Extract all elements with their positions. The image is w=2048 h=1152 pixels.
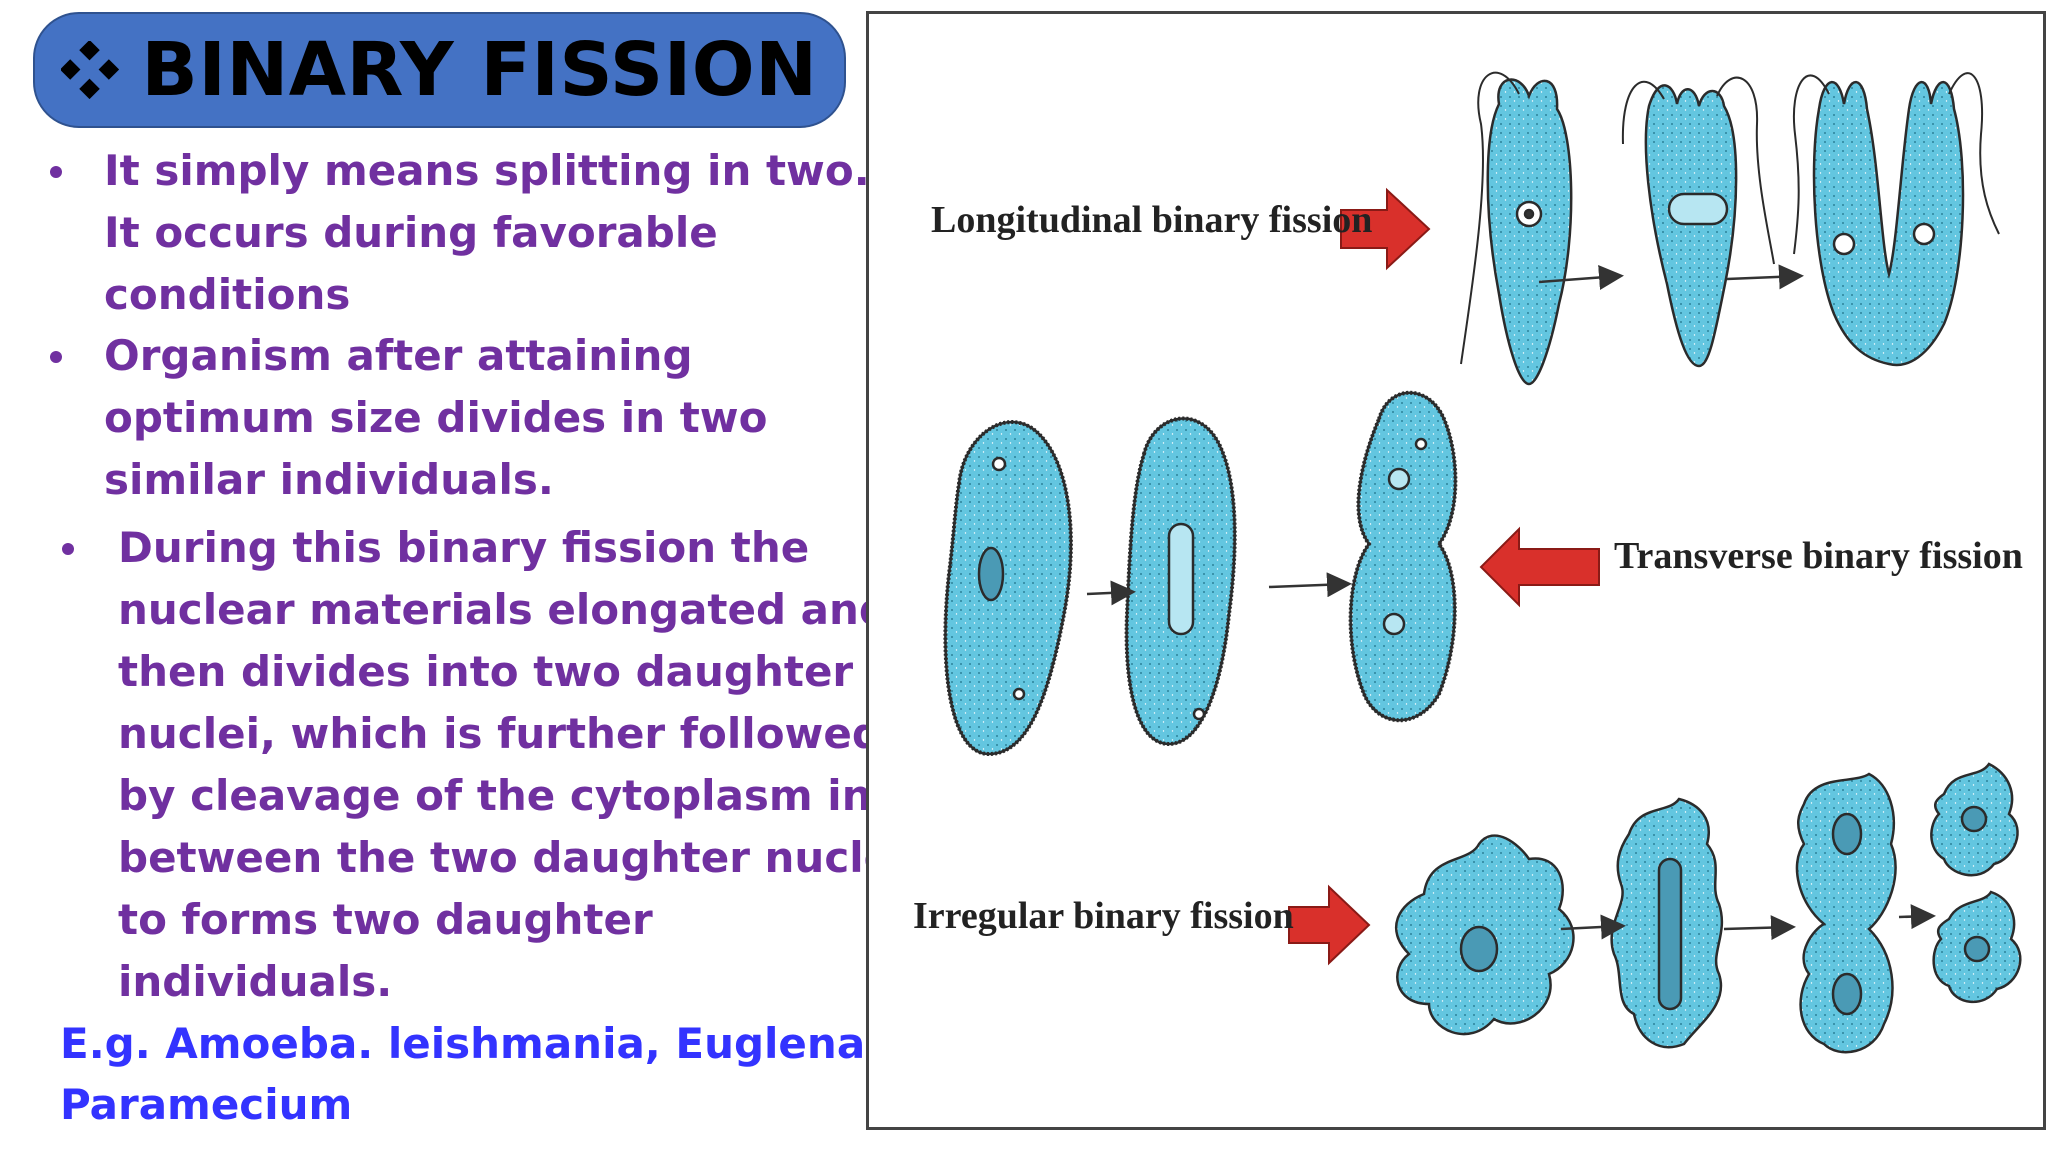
bullet-3-line-5: by cleavage of the cytoplasm in [118, 771, 872, 820]
longitudinal-stage-2 [1621, 76, 1775, 368]
examples-line-1: E.g. Amoeba. leishmania, Euglena [60, 1019, 866, 1068]
bullet-point-3 [62, 543, 74, 555]
bullet-point-1 [50, 166, 62, 178]
transverse-arrow-2 [1268, 572, 1352, 598]
irregular-stage-4a [1930, 762, 2019, 877]
transverse-stage-3 [1348, 390, 1458, 723]
bullet-3-line-1: During this binary fission the [118, 523, 810, 572]
bullet-point-2 [50, 351, 62, 363]
bullet-3-line-4: nuclei, which is further followed [118, 709, 882, 758]
irregular-arrow-3 [1898, 904, 1936, 930]
transverse-stage-1 [943, 420, 1073, 757]
longitudinal-stage-1 [1460, 71, 1573, 386]
bullet-3-line-8: individuals. [118, 957, 393, 1006]
left-arrow-icon [1479, 526, 1600, 608]
bullet-3-line-2: nuclear materials elongated and [118, 585, 889, 634]
bullet-2-line-2: optimum size divides in two [104, 393, 768, 442]
irregular-arrow-1 [1560, 914, 1626, 940]
label-irregular: Irregular binary fission [913, 895, 1294, 937]
longitudinal-arrow-1 [1538, 265, 1624, 290]
longitudinal-arrow-2 [1726, 264, 1804, 290]
bullet-2-line-3: similar individuals. [104, 455, 554, 504]
irregular-stage-4b [1932, 890, 2022, 1004]
bullet-1-line-2: It occurs during favorable [104, 208, 718, 257]
bullet-3-line-6: between the two daughter nuclei [118, 833, 907, 882]
page-title: BINARY FISSION [141, 27, 818, 113]
bullet-1-line-3: conditions [104, 270, 351, 319]
irregular-arrow-2 [1723, 915, 1796, 941]
irregular-stage-1 [1395, 834, 1575, 1036]
irregular-stage-2 [1610, 797, 1724, 1049]
bullet-2-line-1: Organism after attaining [104, 331, 693, 380]
binary-fission-figure: Longitudinal binary fission Transverse b… [866, 11, 2046, 1130]
right-arrow-icon [1288, 884, 1371, 966]
irregular-stage-3 [1795, 772, 1897, 1054]
bullet-1-line-1: It simply means splitting in two. [104, 146, 870, 195]
right-arrow-icon [1340, 187, 1431, 271]
transverse-arrow-1 [1086, 580, 1136, 606]
label-longitudinal: Longitudinal binary fission [931, 199, 1373, 241]
longitudinal-stage-3 [1793, 72, 2000, 367]
diamond-bullet-icon [61, 41, 120, 99]
bullet-3-line-3: then divides into two daughter [118, 647, 854, 696]
bullet-3-line-7: to forms two daughter [118, 895, 653, 944]
examples-line-2: Paramecium [60, 1080, 353, 1129]
figure-illustration [943, 71, 2022, 1054]
label-transverse: Transverse binary fission [1614, 535, 2023, 577]
title-banner: BINARY FISSION [33, 12, 846, 128]
transverse-stage-2 [1124, 416, 1237, 747]
